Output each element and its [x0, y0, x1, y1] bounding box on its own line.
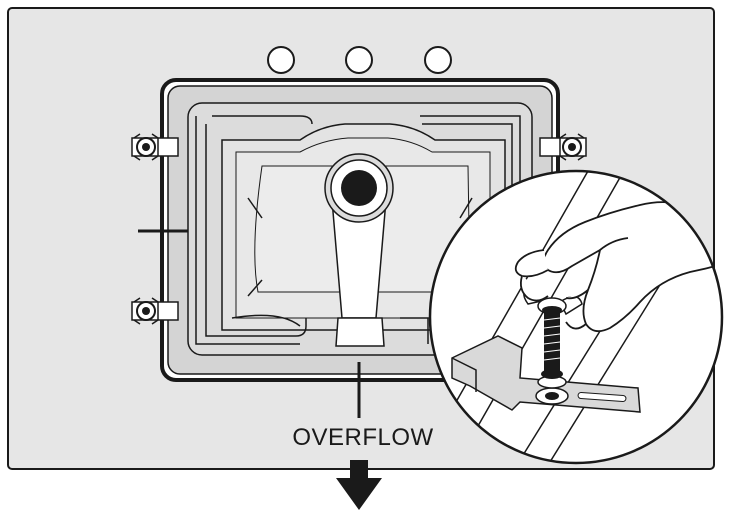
overflow-label: OVERFLOW [292, 424, 434, 451]
faucet-hole-center [345, 46, 373, 74]
mounting-clip-top-left [131, 133, 179, 161]
detail-bolt [537, 312, 567, 389]
drain [324, 153, 394, 223]
mounting-clip-bottom-left [131, 297, 179, 325]
mounting-clip-top-right [539, 133, 587, 161]
faucet-hole-right [424, 46, 452, 74]
overflow-channel-bottom [335, 317, 385, 347]
overflow-arrow [336, 460, 382, 510]
faucet-hole-left [267, 46, 295, 74]
detail-bracket [451, 335, 641, 413]
detail-magnifier [428, 169, 724, 465]
faucet-holes [267, 46, 452, 74]
rim-grooves [195, 115, 521, 345]
detail-hand [514, 201, 722, 333]
